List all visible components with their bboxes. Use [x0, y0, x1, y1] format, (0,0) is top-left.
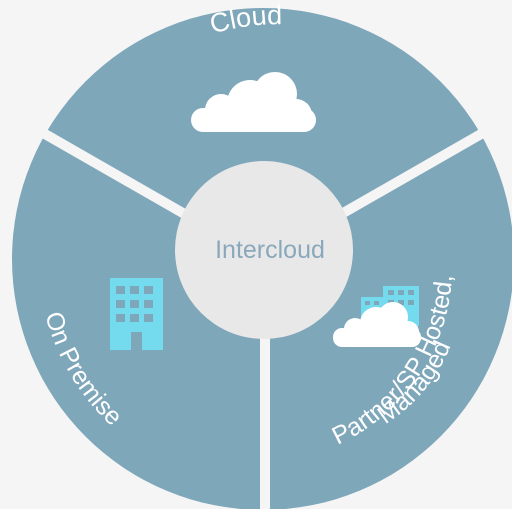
- building-icon: [110, 278, 163, 350]
- hosted-cloud-icon: [333, 286, 421, 347]
- center-hub: [175, 161, 353, 339]
- center-label: Intercloud: [215, 236, 325, 264]
- cloud-icon: [191, 72, 316, 132]
